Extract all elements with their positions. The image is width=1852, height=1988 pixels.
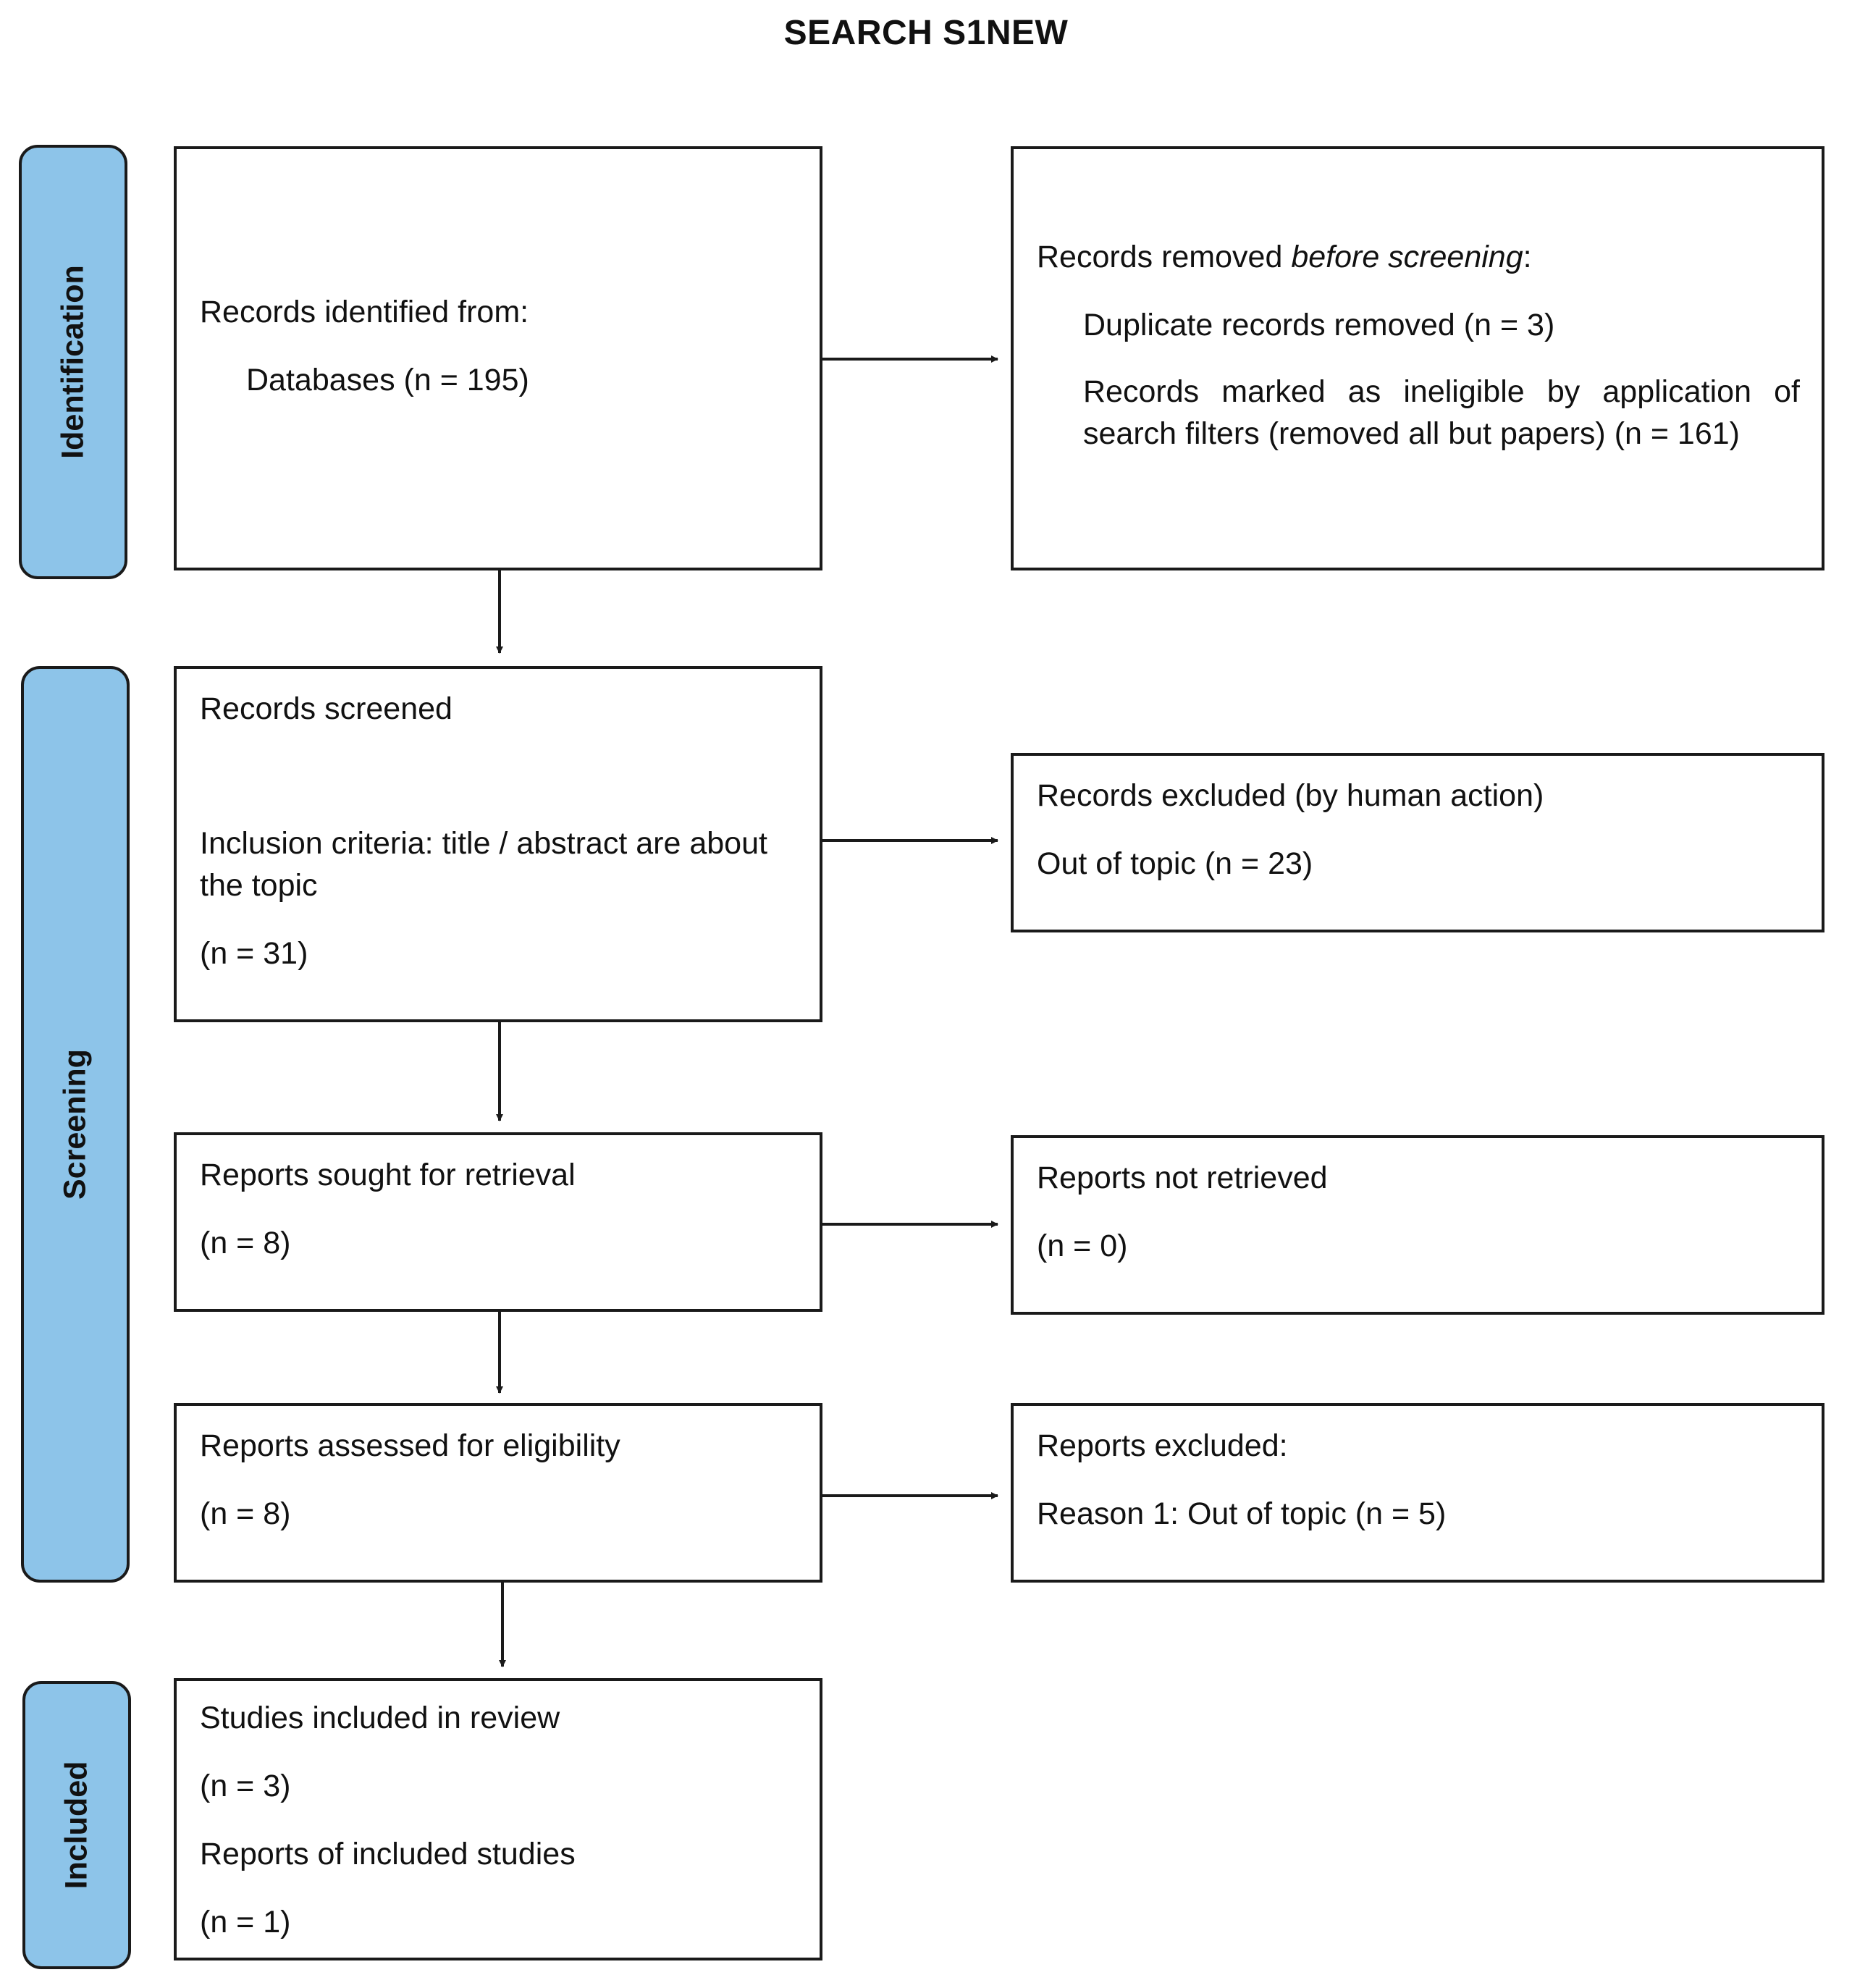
box-studies-included: Studies included in review (n = 3) Repor… (174, 1678, 822, 1960)
stage-included: Included (22, 1681, 131, 1969)
inclusion-criteria: Inclusion criteria: title / abstract are… (200, 826, 767, 903)
reports-included-count: (n = 1) (200, 1905, 291, 1939)
records-identified-heading: Records identified from: (200, 295, 529, 329)
box-records-excluded: Records excluded (by human action) Out o… (1011, 753, 1824, 932)
reports-excluded-reason: Reason 1: Out of topic (n = 5) (1037, 1496, 1447, 1531)
reports-not-retrieved-count: (n = 0) (1037, 1229, 1128, 1263)
records-removed-suffix: : (1523, 240, 1532, 274)
stage-identification: Identification (19, 145, 127, 579)
records-screened-heading: Records screened (200, 691, 453, 726)
studies-included-count: (n = 3) (200, 1769, 291, 1803)
box-reports-excluded: Reports excluded: Reason 1: Out of topic… (1011, 1403, 1824, 1583)
box-records-removed: Records removed before screening: Duplic… (1011, 146, 1824, 570)
records-removed-prefix: Records removed (1037, 240, 1292, 274)
box-reports-not-retrieved: Reports not retrieved (n = 0) (1011, 1135, 1824, 1315)
diagram-title: SEARCH S1NEW (783, 14, 1069, 52)
records-removed-emphasis: before screening (1291, 240, 1523, 274)
reports-assessed-heading: Reports assessed for eligibility (200, 1428, 620, 1463)
box-records-screened: Records screened Inclusion criteria: tit… (174, 666, 822, 1022)
reports-sought-heading: Reports sought for retrieval (200, 1158, 576, 1192)
databases-count: Databases (n = 195) (246, 363, 529, 397)
studies-included-heading: Studies included in review (200, 1701, 560, 1735)
records-excluded-heading: Records excluded (by human action) (1037, 778, 1544, 813)
records-removed-heading: Records removed before screening: (1037, 236, 1532, 278)
records-excluded-reason: Out of topic (n = 23) (1037, 846, 1313, 881)
box-reports-sought: Reports sought for retrieval (n = 8) (174, 1132, 822, 1312)
reports-not-retrieved-heading: Reports not retrieved (1037, 1161, 1328, 1195)
reports-included-heading: Reports of included studies (200, 1837, 576, 1871)
box-records-identified: Records identified from: Databases (n = … (174, 146, 822, 570)
stage-screening: Screening (21, 666, 130, 1583)
reports-excluded-heading: Reports excluded: (1037, 1428, 1288, 1463)
reports-sought-count: (n = 8) (200, 1226, 291, 1260)
reports-assessed-count: (n = 8) (200, 1496, 291, 1531)
records-screened-count: (n = 31) (200, 936, 308, 971)
duplicate-records: Duplicate records removed (n = 3) (1083, 308, 1555, 342)
ineligible-records: Records marked as ineligible by applicat… (1083, 374, 1800, 451)
box-reports-assessed: Reports assessed for eligibility (n = 8) (174, 1403, 822, 1583)
